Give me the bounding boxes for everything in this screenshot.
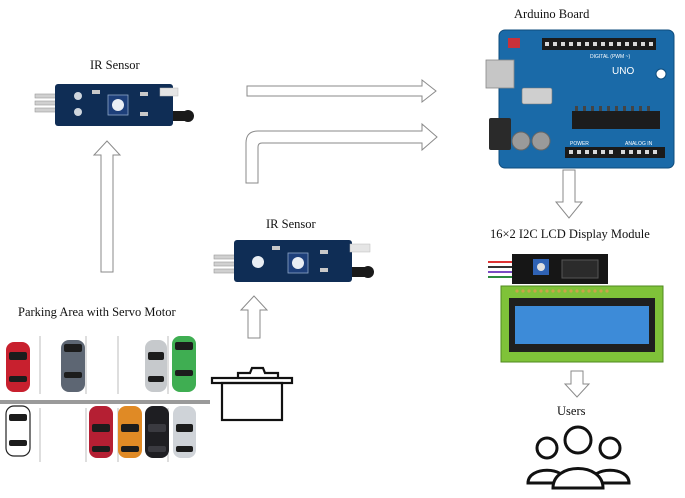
lcd-module [488, 254, 664, 363]
parking-area-label: Parking Area with Servo Motor [18, 305, 176, 319]
arrow-parking-to-ir-top [92, 140, 122, 273]
parked-car-gray-top [61, 340, 85, 392]
servo-motor-icon [210, 366, 294, 422]
arduino-board: DIGITAL (PWM ~) UNO POWER ANALOG IN [485, 29, 675, 169]
lcd-module-label: 16×2 I2C LCD Display Module [490, 227, 650, 241]
board-power-text: POWER [570, 141, 589, 147]
arrow-arduino-to-lcd [554, 169, 584, 219]
parking-area [0, 330, 210, 466]
arduino-board-label: Arduino Board [514, 7, 590, 21]
parked-car-silver-top [145, 340, 167, 392]
ir-sensor-top [34, 84, 194, 126]
ir-sensor-top-label: IR Sensor [90, 58, 140, 72]
parked-car-white-bottom [5, 405, 31, 457]
ir-sensor-mid-label: IR Sensor [266, 217, 316, 231]
parked-car-green-top [172, 336, 196, 392]
users-icon [526, 425, 631, 490]
board-uno-text: UNO [612, 66, 634, 77]
arrow-lcd-to-users [563, 370, 591, 398]
parked-car-red-bottom [89, 406, 113, 458]
parked-car-silver-bottom [173, 406, 196, 458]
users-label: Users [557, 404, 586, 418]
parked-car-orange-bottom [118, 406, 142, 458]
board-analog-text: ANALOG IN [625, 141, 653, 147]
parked-car-red-top [6, 342, 30, 392]
arrow-ir-mid-to-arduino [245, 122, 438, 184]
parked-car-black-bottom [145, 406, 169, 458]
arrow-ir-top-to-arduino [246, 78, 437, 104]
board-digital-text: DIGITAL (PWM ~) [590, 54, 630, 60]
arrow-servo-to-ir-mid [239, 295, 269, 339]
ir-sensor-mid [213, 240, 374, 282]
